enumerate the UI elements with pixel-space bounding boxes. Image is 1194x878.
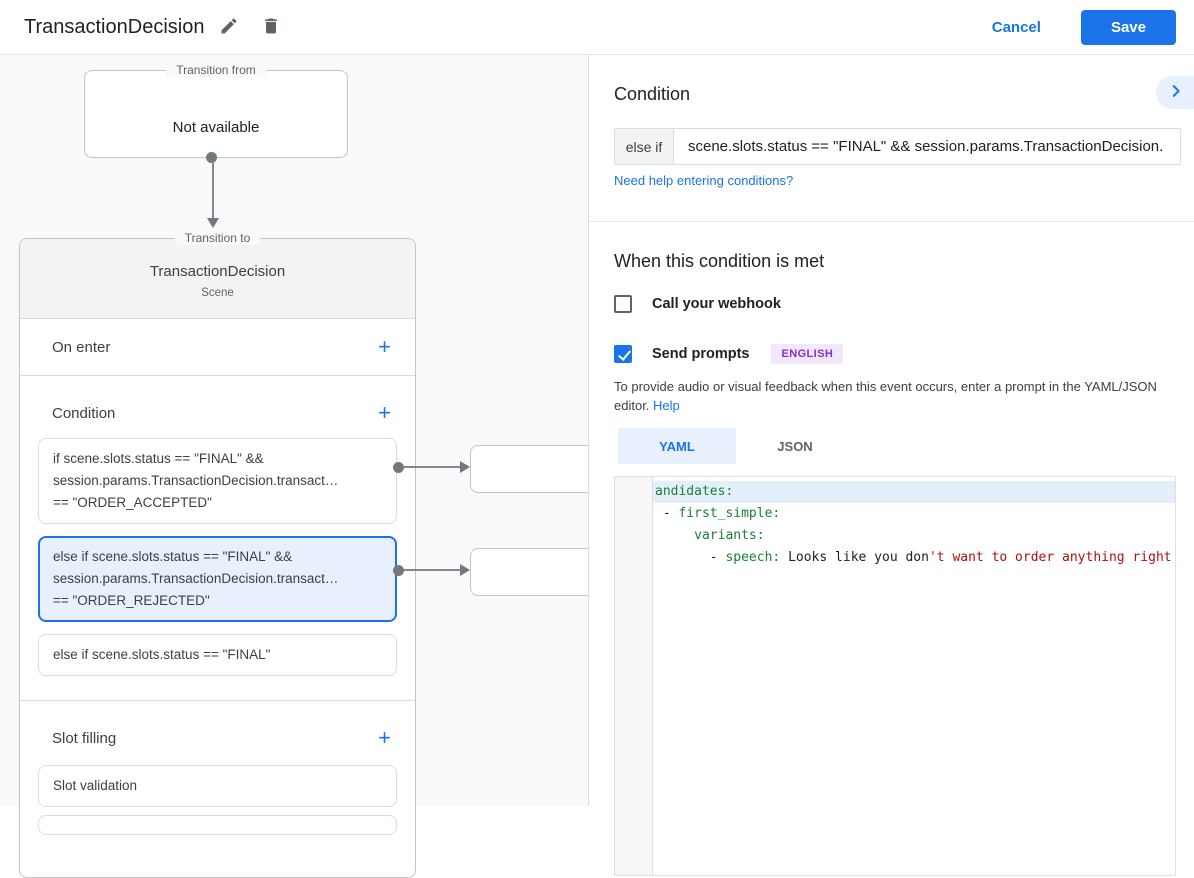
scene-type-label: Scene [201,287,234,299]
code-line-content[interactable]: - first_simple: [655,506,781,521]
webhook-row: Call your webhook [614,295,781,313]
prompt-description: To provide audio or visual feedback when… [614,377,1172,415]
slot-card-list: Slot validation [20,757,415,807]
language-badge: ENGLISH [771,344,844,364]
connector-dot [393,565,404,576]
condition-card[interactable]: else if scene.slots.status == "FINAL" [38,634,397,676]
cancel-button[interactable]: Cancel [974,11,1059,44]
condition-section-label: Condition [52,404,116,422]
condition-panel-heading: Condition [614,84,691,104]
connector-line [404,466,460,468]
flow-arrow-line [212,163,214,219]
code-line-content[interactable]: - speech: Looks like you don't want to o… [655,550,1172,565]
slot-filling-section: Slot filling + Slot validation [20,701,415,835]
collapse-panel-button[interactable] [1156,76,1194,109]
code-line-content[interactable]: andidates: [653,481,1175,503]
send-prompts-label: Send prompts [652,346,750,362]
transition-to-card: Transition to TransactionDecision Scene … [19,231,416,878]
on-enter-label: On enter [52,338,111,356]
send-prompts-row: Send prompts ENGLISH [614,344,844,364]
transition-target-box[interactable] [470,445,588,493]
condition-card[interactable]: else if scene.slots.status == "FINAL" &&… [38,536,397,622]
editor-tab-json[interactable]: JSON [777,438,813,454]
transition-from-legend: Transition from [166,63,266,77]
condition-section: Condition + if scene.slots.status == "FI… [20,376,415,701]
help-link[interactable]: Help [653,398,680,413]
add-condition-button[interactable]: + [372,400,397,426]
trash-icon [261,16,281,39]
code-line: 5 [615,569,1175,591]
scene-card-header[interactable]: TransactionDecision Scene [20,239,415,319]
pencil-icon [219,16,239,39]
code-line-content[interactable] [653,569,1175,591]
edit-scene-button[interactable] [212,10,246,44]
slot-filling-label: Slot filling [52,729,117,747]
send-prompts-checkbox[interactable] [614,345,632,363]
code-line: ▼ 1 andidates: [615,481,1175,503]
connector-dot [206,152,217,163]
chevron-right-icon [1167,82,1185,103]
arrow-down-icon [207,218,219,228]
connector-dot [393,462,404,473]
yaml-code-editor[interactable]: ▼ 1 andidates: ▼ 2 - first_simple: ▼ 3 v… [614,476,1176,876]
top-bar: TransactionDecision Cancel Save [0,0,1194,55]
code-line: 4 - speech: Looks like you don't want to… [615,547,1175,569]
call-webhook-checkbox[interactable] [614,295,632,313]
delete-scene-button[interactable] [254,10,288,44]
condition-help-link[interactable]: Need help entering conditions? [614,173,794,188]
add-on-enter-button[interactable]: + [372,334,397,360]
on-enter-row[interactable]: On enter + [20,319,415,376]
transition-to-legend: Transition to [174,231,261,245]
code-line: ▼ 2 - first_simple: [615,503,1175,525]
call-webhook-label: Call your webhook [652,296,781,312]
scene-flow-diagram: Transition from Not available Transition… [0,55,588,878]
condition-expression-group: else if [614,128,1181,165]
add-slot-button[interactable]: + [372,725,397,751]
editor-tab-yaml[interactable]: YAML [618,428,736,464]
condition-expression-input[interactable] [674,129,1180,164]
arrow-right-icon [460,564,470,576]
condition-card[interactable]: if scene.slots.status == "FINAL" &&sessi… [38,438,397,524]
page-title: TransactionDecision [24,15,205,38]
divider [589,221,1194,222]
scene-name: TransactionDecision [149,263,286,280]
editor-gutter [615,477,653,875]
prompt-description-text: To provide audio or visual feedback when… [614,379,1157,413]
save-button[interactable]: Save [1080,9,1176,45]
when-met-heading: When this condition is met [614,251,825,271]
editor-tabs: YAML JSON [618,428,854,464]
transition-target-box[interactable] [470,548,588,596]
arrow-right-icon [460,461,470,473]
else-if-prefix-label: else if [615,129,674,164]
connector-line [404,569,460,571]
transition-from-box: Transition from Not available [84,63,348,163]
condition-card[interactable]: Slot validation [38,765,397,807]
partial-card[interactable] [38,815,397,835]
code-line-content[interactable]: variants: [694,528,765,543]
transition-from-content: Not available [172,119,260,136]
code-line: ▼ 3 variants: [615,525,1175,547]
condition-card-list: if scene.slots.status == "FINAL" &&sessi… [20,430,415,676]
condition-editor-panel: Condition else if Need help entering con… [588,55,1194,876]
